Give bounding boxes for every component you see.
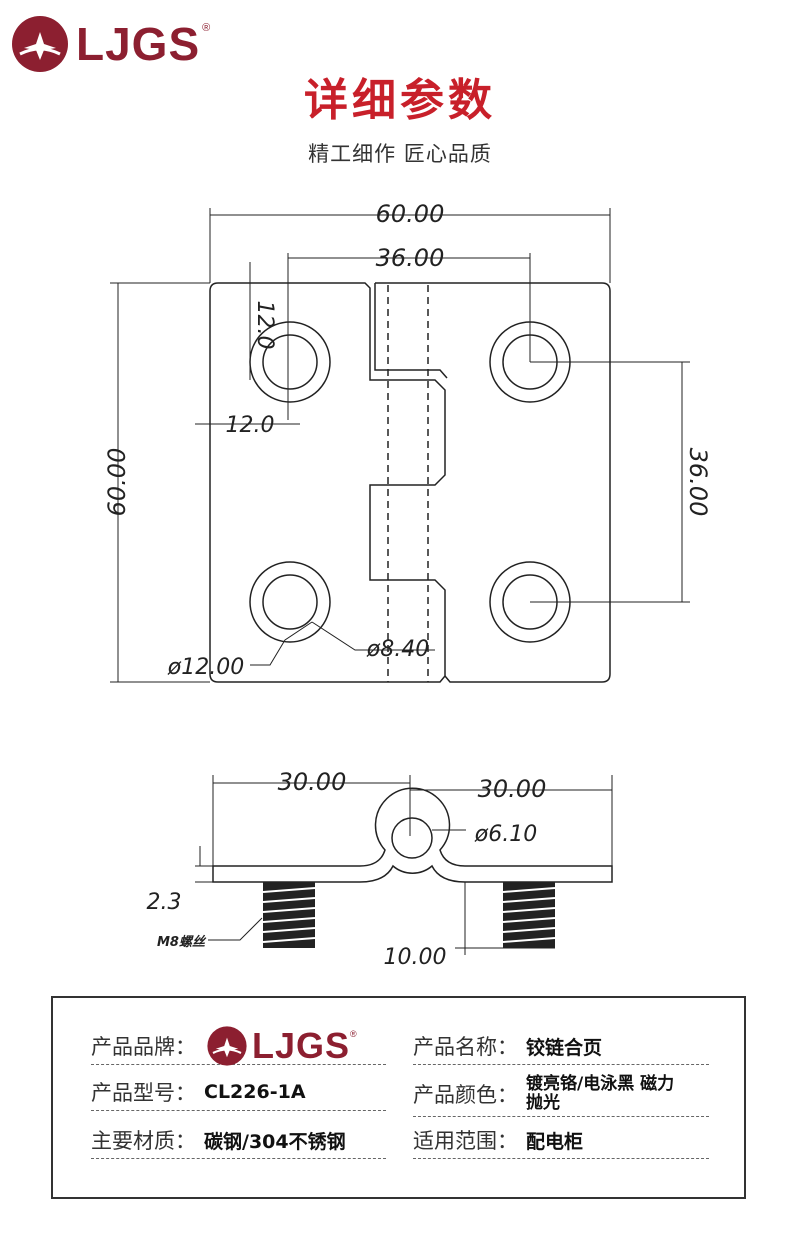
spec-value: 配电柜: [526, 1130, 584, 1153]
spec-value: 镀亮铬/电泳黑 磁力抛光: [526, 1074, 675, 1113]
dim-pin-diameter: ø6.10: [474, 822, 537, 847]
dim-screw-length: 10.00: [384, 945, 447, 970]
right-leaf-outline: [375, 282, 611, 683]
brand-logo-text: LJGS: [76, 18, 201, 70]
page-title: 详细参数: [304, 75, 496, 126]
spec-brand-logo: LJGS ®: [206, 1025, 357, 1067]
screw-label: M8螺丝: [157, 934, 207, 950]
dim-hole-spacing-v: 36.00: [684, 448, 712, 517]
brand-logo: LJGS ®: [10, 14, 210, 74]
dim-left-half: 30.00: [278, 768, 347, 796]
spec-row-material: 主要材质： 碳钢/304不锈钢: [91, 1122, 386, 1159]
spec-label: 主要材质：: [91, 1129, 196, 1153]
dim-thickness: 2.3: [147, 890, 182, 915]
ljgs-emblem-icon: [207, 1026, 247, 1066]
spec-label: 产品品牌：: [91, 1035, 196, 1059]
spec-value: CL226-1A: [204, 1081, 306, 1103]
registered-mark: ®: [202, 22, 211, 34]
brand-logo-text: LJGS: [252, 1025, 351, 1066]
spec-label: 产品颜色：: [413, 1083, 518, 1107]
hinge-technical-drawing: 60.00 36.00 60.00 36.00 12.0 12.0 ø12.00…: [103, 200, 712, 970]
dim-hole-spacing-h: 36.00: [376, 244, 445, 272]
spec-label: 适用范围：: [413, 1129, 518, 1153]
dim-outer-diameter: ø12.00: [167, 655, 244, 680]
spec-table: 产品品牌： LJGS ® 产品名称： 铰链合页 产品型号： CL226-1A 产…: [51, 996, 746, 1199]
dim-edge-offset-h: 12.0: [226, 413, 275, 438]
spec-row-name: 产品名称： 铰链合页: [413, 1028, 709, 1065]
dim-right-half: 30.00: [478, 775, 547, 803]
dim-inner-diameter: ø8.40: [366, 637, 429, 662]
spec-value: 铰链合页: [526, 1036, 603, 1059]
ljgs-emblem-icon: [12, 16, 68, 72]
left-leaf-outline: [209, 282, 446, 683]
page-subtitle: 精工细作 匠心品质: [308, 142, 492, 166]
dim-edge-offset-v: 12.0: [252, 301, 277, 350]
spec-label: 产品型号：: [91, 1081, 196, 1105]
registered-mark: ®: [350, 1029, 357, 1039]
dim-width: 60.00: [376, 200, 445, 228]
m8-screws: [263, 882, 555, 948]
spec-row-color: 产品颜色： 镀亮铬/电泳黑 磁力抛光: [413, 1072, 709, 1117]
spec-label: 产品名称：: [413, 1035, 518, 1059]
spec-row-model: 产品型号： CL226-1A: [91, 1074, 386, 1111]
dim-height: 60.00: [103, 448, 131, 517]
side-view-outline: [212, 787, 613, 883]
spec-row-brand: 产品品牌： LJGS ®: [91, 1025, 386, 1067]
spec-value: 碳钢/304不锈钢: [204, 1130, 346, 1153]
spec-row-application: 适用范围： 配电柜: [413, 1122, 709, 1159]
